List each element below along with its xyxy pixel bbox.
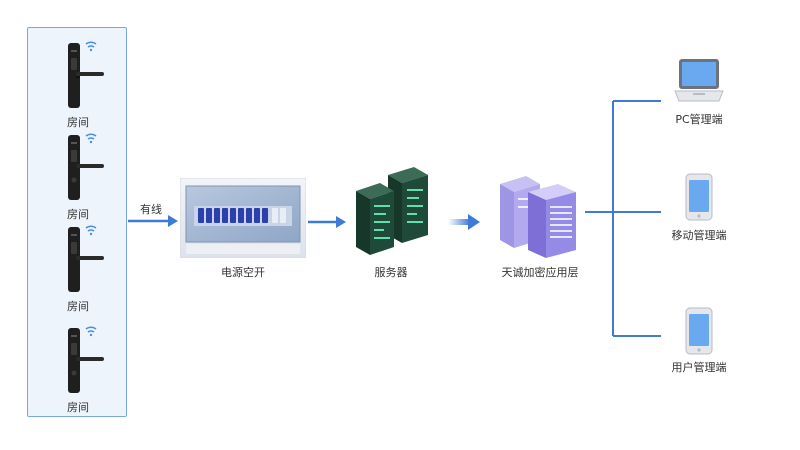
smart-lock-icon (68, 326, 104, 393)
smart-lock-icon (68, 41, 104, 108)
pc-terminal-label: PC管理端 (675, 113, 723, 126)
laptop-icon (674, 59, 724, 102)
crypto-server-icon (500, 176, 576, 258)
room-label: 房间 (67, 401, 89, 414)
room-label: 房间 (67, 116, 89, 129)
branch-connector (585, 100, 661, 337)
power-breaker-icon (180, 178, 306, 258)
phone-icon (685, 173, 713, 221)
room-item: 房间 (28, 224, 128, 319)
rooms-panel: 房间 房间 房间 (27, 27, 127, 417)
smart-lock-icon (68, 133, 104, 200)
user-terminal-label: 用户管理端 (671, 361, 727, 374)
arrow-server-to-crypto (448, 214, 480, 230)
arrow-breaker-to-server (308, 216, 346, 228)
room-item: 房间 (28, 132, 128, 227)
wired-arrow (128, 215, 178, 227)
room-label: 房间 (67, 300, 89, 313)
phone-icon (685, 307, 713, 355)
room-item: 房间 (28, 325, 128, 420)
smart-lock-icon (68, 225, 104, 292)
mobile-terminal-label: 移动管理端 (671, 229, 727, 242)
crypto-label: 天诚加密应用层 (501, 266, 579, 279)
room-label: 房间 (67, 208, 89, 221)
wired-label: 有线 (140, 203, 162, 216)
server-label: 服务器 (374, 266, 408, 279)
room-item: 房间 (28, 40, 128, 135)
server-icon (356, 167, 428, 255)
breaker-label: 电源空开 (221, 266, 265, 279)
